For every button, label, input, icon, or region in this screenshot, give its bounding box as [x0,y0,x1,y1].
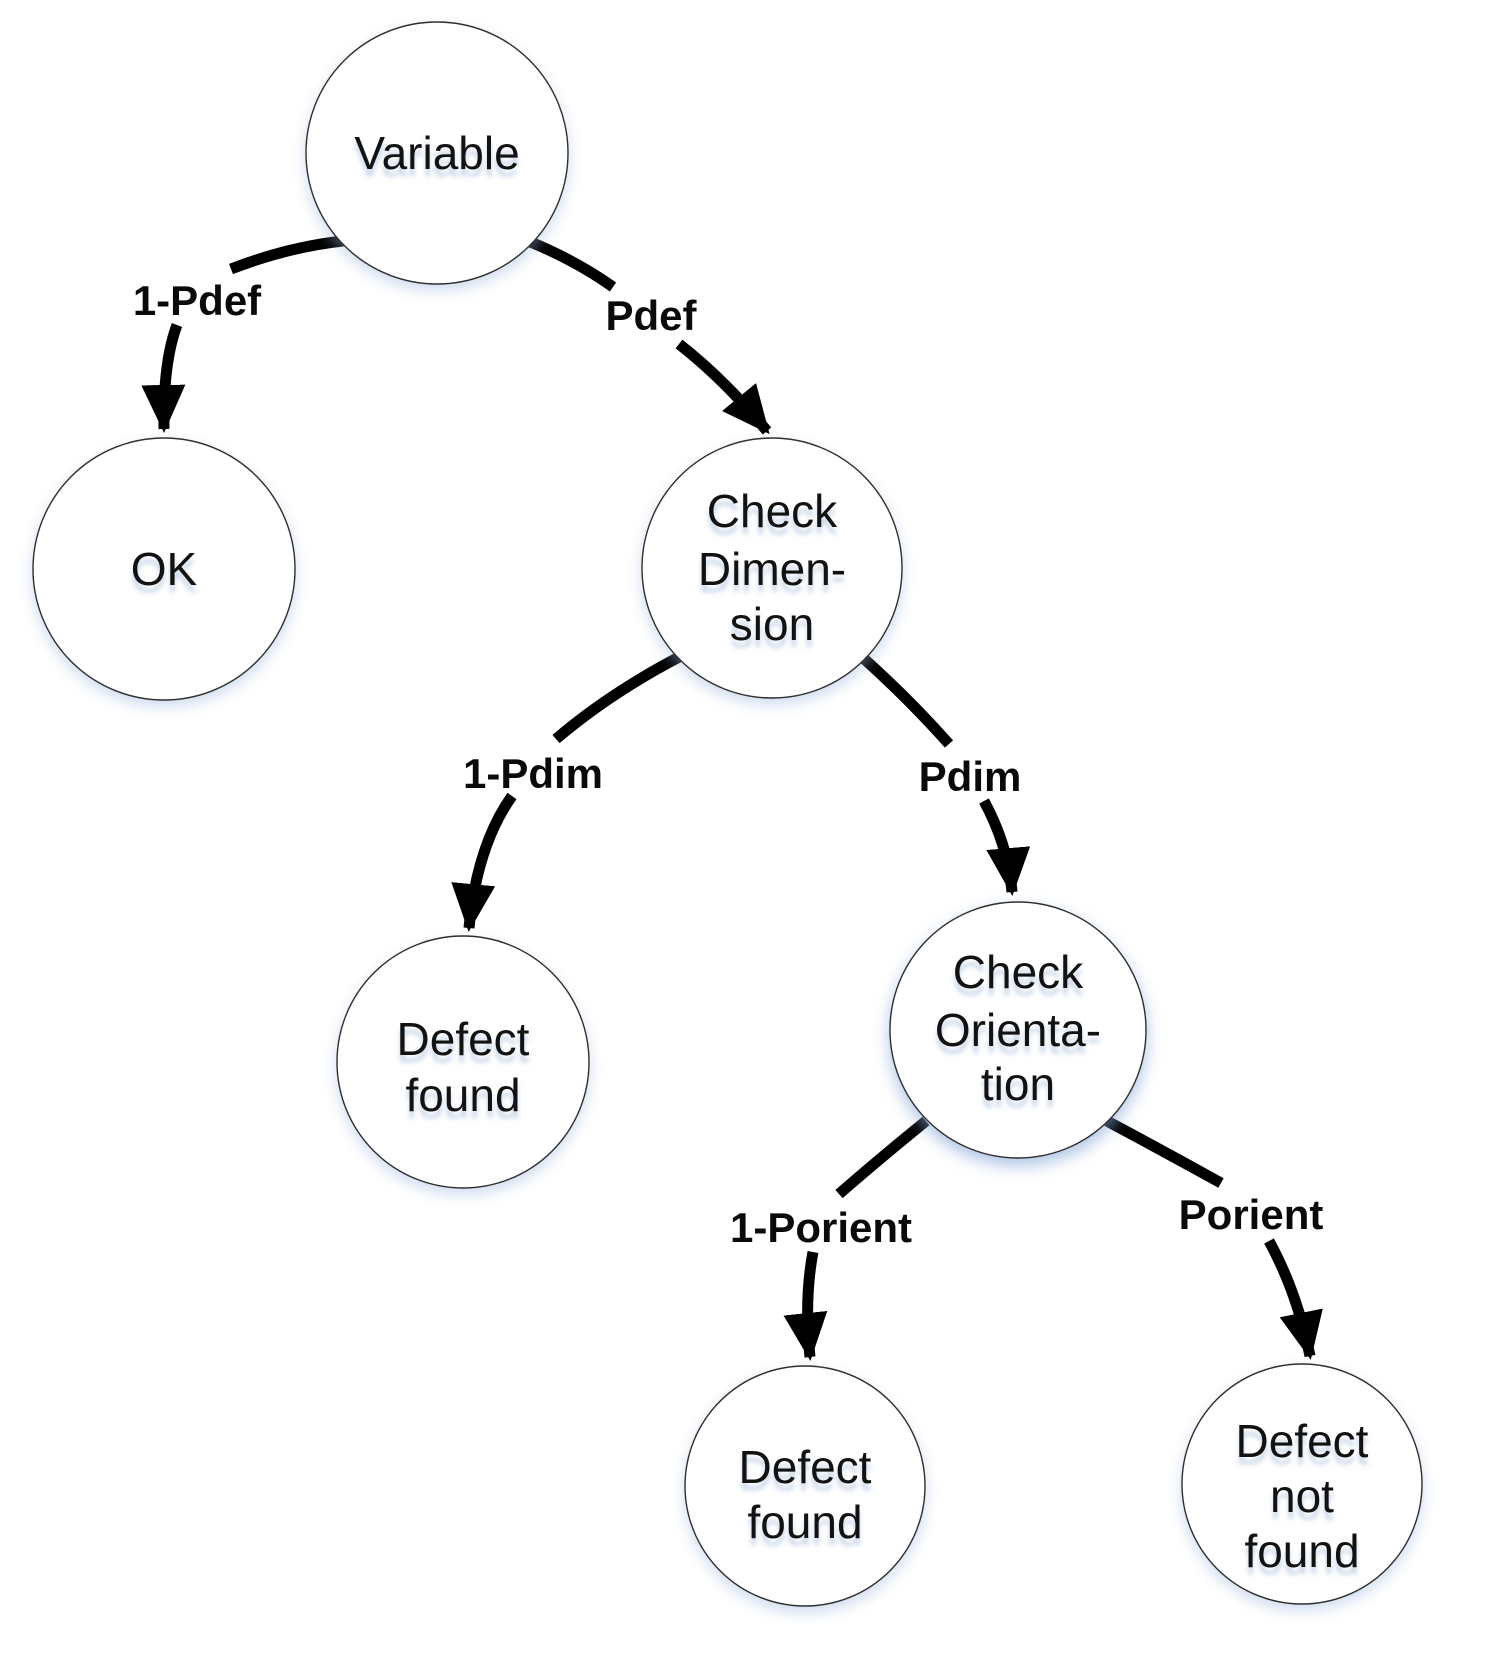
edge-check-dimension-check-orientation: Pdim [857,651,1031,896]
node-check-orientation-label-line2: Orienta- [935,1004,1101,1056]
node-defect-not-found-label-line3: found [1244,1525,1359,1577]
node-defect-not-found: Defect not found [1181,1363,1423,1605]
edge-label-pdef: Pdef [605,292,697,339]
node-defect-found-dimension-label-line2: found [405,1069,520,1121]
node-ok-label: OK [131,543,198,595]
node-variable-label: Variable [354,127,519,179]
node-defect-found-orientation-label-line2: found [747,1496,862,1548]
edge-variable-ok-head [141,323,186,433]
edge-label-1-pdef: 1-Pdef [133,277,262,324]
edge-check-orientation-defect-found-head [783,1250,828,1361]
node-check-dimension-circle [641,437,903,699]
edge-label-porient: Porient [1179,1191,1324,1238]
edge-variable-ok: 1-Pdef [133,235,344,433]
node-defect-not-found-circle [1181,1363,1423,1605]
node-defect-not-found-label-line2: not [1270,1470,1334,1522]
node-check-dimension-label-line1: Check [707,485,838,537]
edge-check-orientation-defect-found-tail [835,1116,930,1199]
edge-check-orientation-defect-not-found-head [1264,1238,1323,1360]
edge-label-1-porient: 1-Porient [730,1204,912,1251]
edge-check-orientation-defect-not-found: Porient [1104,1116,1324,1360]
edge-label-pdim: Pdim [919,753,1022,800]
node-defect-found-dimension: Defect found [336,935,590,1189]
edge-variable-check-dimension-head [675,339,772,435]
edge-variable-check-dimension-tail [525,235,617,292]
node-check-orientation-label-line3: tion [981,1058,1055,1110]
edge-check-dimension-defect-found-head [451,792,517,932]
edge-label-1-pdim: 1-Pdim [463,750,603,797]
edge-check-dimension-check-orientation-tail [857,651,954,748]
edge-variable-ok-tail [229,235,344,275]
node-defect-found-orientation: Defect found [684,1365,926,1607]
node-defect-found-dimension-circle [336,935,590,1189]
edge-check-dimension-check-orientation-head [979,798,1031,896]
node-check-orientation: Check Orienta- tion [889,901,1147,1159]
node-variable: Variable [305,21,569,285]
edge-check-orientation-defect-not-found-tail [1104,1116,1224,1188]
node-defect-found-orientation-circle [684,1365,926,1607]
node-ok-circle [32,437,296,701]
node-check-dimension-label-line3: sion [730,598,814,650]
node-check-dimension-label-line2: Dimen- [698,543,846,595]
node-defect-found-dimension-label-line1: Defect [397,1013,530,1065]
node-defect-found-orientation-label-line1: Defect [739,1441,872,1493]
node-check-orientation-label-line1: Check [953,946,1084,998]
node-ok: OK [32,437,296,701]
edge-variable-check-dimension: Pdef [525,235,772,435]
edge-check-orientation-defect-found: 1-Porient [730,1116,930,1361]
node-check-orientation-circle [889,901,1147,1159]
node-defect-not-found-label-line1: Defect [1236,1415,1369,1467]
edge-check-dimension-defect-found: 1-Pdim [451,651,684,932]
node-variable-circle [305,21,569,285]
edge-check-dimension-defect-found-tail [552,651,684,744]
node-check-dimension: Check Dimen- sion [641,437,903,699]
